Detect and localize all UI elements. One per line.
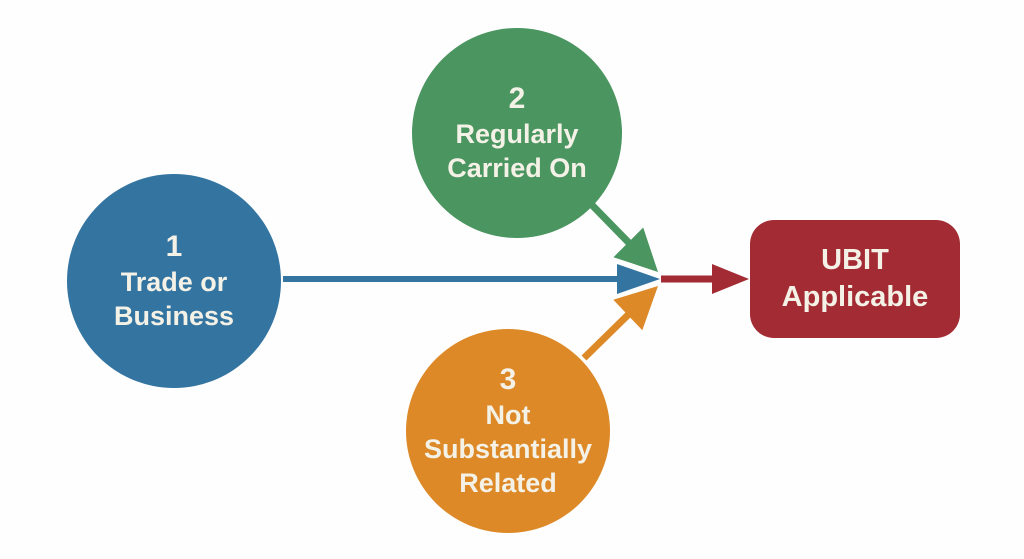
node-number: 1: [165, 230, 183, 263]
node-number: 2: [508, 82, 526, 115]
node-label: Not Substantially Related: [423, 400, 593, 498]
node-label: Regularly Carried On: [447, 119, 587, 183]
node-label: Trade or Business: [113, 267, 235, 331]
node-trade-or-business: 1 Trade or Business: [67, 174, 281, 388]
arrow-regularly-head-icon: [613, 227, 658, 272]
arrow-notsub-line: [581, 309, 634, 361]
arrow-result-head-icon: [712, 264, 749, 294]
node-number: 3: [499, 363, 517, 396]
node-not-substantially-related: 3 Not Substantially Related: [406, 329, 610, 533]
arrow-regularly-line: [587, 200, 635, 249]
result-label: UBIT Applicable: [781, 244, 929, 313]
arrow-notsub-head-icon: [613, 286, 658, 331]
node-ubit-applicable: UBIT Applicable: [750, 220, 960, 338]
arrow-trade-head-icon: [617, 264, 660, 294]
node-regularly-carried-on: 2 Regularly Carried On: [412, 28, 622, 238]
